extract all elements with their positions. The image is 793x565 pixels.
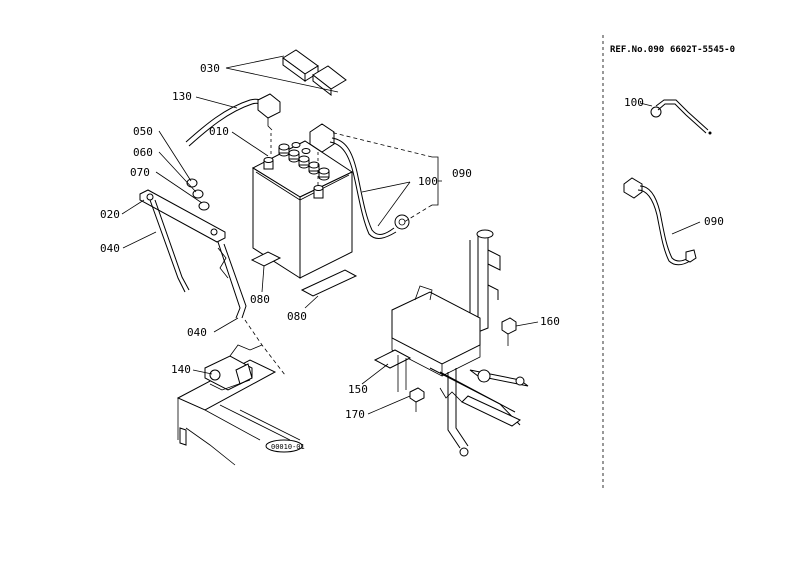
alt-callout-090: 090 <box>704 215 724 228</box>
battery-terminal-right <box>313 185 324 199</box>
switch-140 <box>204 344 263 391</box>
callout-060: 060 <box>133 146 153 159</box>
reference-number: 6602T-5545-0 <box>670 45 735 55</box>
callout-090: 090 <box>452 167 472 180</box>
callout-080-right: 080 <box>287 310 307 323</box>
callout-100: 100 <box>418 175 438 188</box>
cable-100 <box>309 123 410 239</box>
leader-lines <box>121 55 539 415</box>
battery-pad-right <box>300 269 358 297</box>
battery-pad-left <box>250 251 282 267</box>
callout-010: 010 <box>209 125 229 138</box>
callout-080-left: 080 <box>250 293 270 306</box>
reference-header: REF.No.090 6602T-5545-0 <box>610 45 735 55</box>
callout-040-right: 040 <box>187 326 207 339</box>
callout-030: 030 <box>200 62 220 75</box>
rod-040-right <box>217 241 247 319</box>
bolt-170 <box>409 387 425 412</box>
callout-040-left: 040 <box>100 242 120 255</box>
drawing-stamp: 00010-01 <box>265 439 305 453</box>
callout-130: 130 <box>172 90 192 103</box>
callout-labels: 030 130 010 050 060 070 020 040 080 080 … <box>100 62 560 421</box>
bracket-150 <box>373 229 529 457</box>
battery-clamp-020 <box>139 189 226 243</box>
callout-150: 150 <box>348 383 368 396</box>
callout-140: 140 <box>171 363 191 376</box>
battery <box>250 140 358 297</box>
terminal-cover-030 <box>282 49 347 97</box>
alt-cable-090: 090 <box>623 177 724 266</box>
battery-terminal-left <box>263 157 274 170</box>
callout-070: 070 <box>130 166 150 179</box>
bolt-160 <box>501 317 517 346</box>
reference-label: REF.No.090 <box>610 45 664 55</box>
callout-020: 020 <box>100 208 120 221</box>
alt-cable-100: 100 <box>624 96 712 135</box>
callout-170: 170 <box>345 408 365 421</box>
callout-050: 050 <box>133 125 153 138</box>
stamp-text: 00010-01 <box>271 443 305 451</box>
rod-040-left <box>149 199 190 293</box>
cable-130 <box>185 93 281 155</box>
hardware-050-060-070 <box>186 178 210 211</box>
battery-cell-caps <box>278 142 330 181</box>
callout-160: 160 <box>540 315 560 328</box>
alt-callout-100: 100 <box>624 96 644 109</box>
